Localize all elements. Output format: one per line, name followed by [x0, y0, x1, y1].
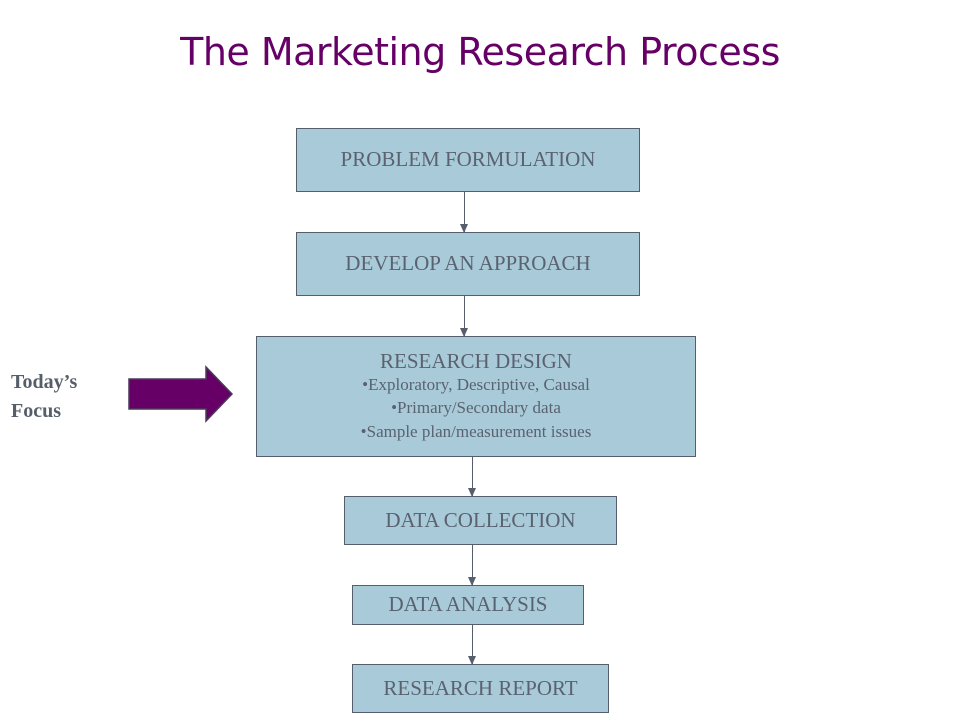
- arrowhead-icon: [468, 577, 476, 586]
- flow-connector: [468, 545, 476, 586]
- todays-focus-label: Today’s Focus: [11, 368, 77, 426]
- step-research-design: RESEARCH DESIGN •Exploratory, Descriptiv…: [256, 336, 696, 457]
- step-research-report: RESEARCH REPORT: [352, 664, 609, 713]
- design-bullet: •Exploratory, Descriptive, Causal: [362, 374, 590, 394]
- step-label: DATA COLLECTION: [385, 507, 576, 532]
- right-arrow-icon: [128, 365, 234, 423]
- focus-line: Today’s: [11, 371, 78, 393]
- arrowhead-icon: [468, 656, 476, 665]
- flow-connector: [468, 625, 476, 665]
- focus-line: Focus: [11, 400, 61, 422]
- step-label: DATA ANALYSIS: [388, 592, 548, 617]
- step-label: RESEARCH REPORT: [383, 675, 578, 700]
- arrowhead-icon: [460, 328, 468, 337]
- step-data-collection: DATA COLLECTION: [344, 496, 617, 545]
- flow-connector: [460, 296, 468, 337]
- flow-connector: [468, 457, 476, 497]
- step-label: RESEARCH DESIGN: [380, 348, 572, 373]
- flow-connector: [460, 192, 468, 233]
- arrowhead-icon: [460, 224, 468, 233]
- page-title: The Marketing Research Process: [180, 30, 780, 74]
- step-data-analysis: DATA ANALYSIS: [352, 585, 584, 625]
- step-problem-formulation: PROBLEM FORMULATION: [296, 128, 640, 192]
- step-label: DEVELOP AN APPROACH: [345, 251, 591, 276]
- step-develop-approach: DEVELOP AN APPROACH: [296, 232, 640, 296]
- arrowhead-icon: [468, 488, 476, 497]
- step-label: PROBLEM FORMULATION: [340, 147, 596, 172]
- design-bullet: •Primary/Secondary data: [391, 398, 561, 418]
- design-bullet: •Sample plan/measurement issues: [360, 421, 592, 441]
